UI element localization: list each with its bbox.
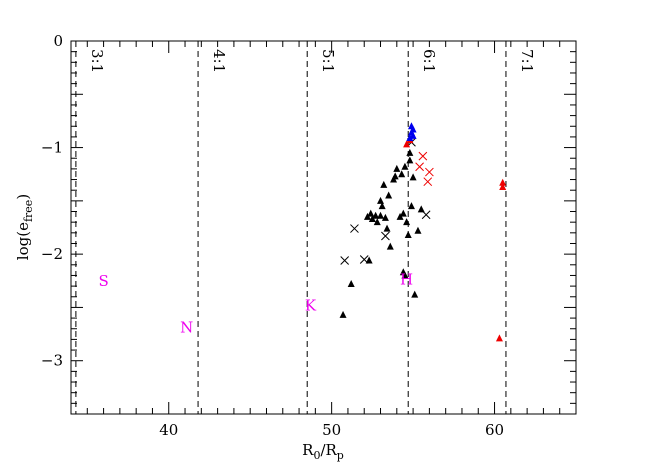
data-point-triangle [367, 209, 375, 217]
data-point-triangle [372, 211, 380, 219]
data-points [339, 122, 507, 342]
planet-label: S [98, 272, 108, 290]
data-point-triangle [380, 180, 388, 188]
data-point-triangle [399, 209, 407, 217]
data-point-triangle [406, 133, 414, 141]
data-point-triangle [414, 226, 422, 234]
y-axis-label: log(efree) [14, 194, 35, 260]
resonance-label: 3:1 [88, 49, 106, 73]
data-point-triangle [406, 156, 414, 164]
data-point-triangle [347, 279, 355, 287]
data-point-triangle [417, 205, 425, 213]
data-point-triangle [411, 290, 419, 298]
data-point-triangle [378, 202, 386, 210]
x-axis-label: R0/Rp [302, 441, 344, 462]
data-point-triangle [404, 230, 412, 238]
data-point-triangle [409, 173, 417, 181]
y-tick-label: −3 [41, 352, 63, 370]
planet-label: H [400, 271, 413, 289]
data-point-triangle [365, 256, 373, 264]
data-point-triangle [386, 242, 394, 250]
data-point-triangle [407, 202, 415, 210]
data-point-triangle [385, 191, 393, 199]
x-tick-label: 60 [485, 421, 504, 439]
planet-label: N [180, 319, 193, 337]
planet-label: K [305, 296, 317, 314]
data-point-cross [421, 210, 431, 220]
plot-frame [70, 40, 577, 415]
data-point-triangle [377, 196, 385, 204]
resonance-label: 7:1 [518, 49, 536, 73]
data-point-cross [425, 167, 434, 177]
data-point-triangle [499, 178, 507, 186]
data-point-triangle [401, 162, 409, 170]
axis-ticks [71, 40, 577, 415]
data-point-triangle [377, 211, 385, 219]
tick-labels: 40 50 60 0 −1 −2 −3 [41, 32, 504, 439]
data-point-triangle [403, 140, 411, 148]
resonance-label: 4:1 [210, 49, 228, 73]
resonance-lines: 3:1 4:1 5:1 6:1 7:1 [75, 41, 536, 414]
y-tick-label: −2 [41, 245, 63, 263]
data-point-cross [418, 151, 428, 161]
data-point-cross [350, 224, 359, 233]
resonance-label: 6:1 [420, 49, 438, 73]
data-point-triangle [403, 218, 411, 226]
data-point-triangle [339, 310, 347, 318]
data-point-triangle [401, 271, 409, 279]
data-point-cross [340, 256, 350, 265]
data-point-triangle [398, 170, 406, 178]
y-tick-label: 0 [53, 32, 63, 50]
resonance-label: 5:1 [319, 49, 337, 73]
data-point-triangle [499, 183, 507, 191]
data-point-triangle [495, 334, 503, 342]
data-point-triangle [391, 172, 399, 180]
data-point-triangle [383, 224, 391, 232]
data-point-cross [423, 177, 433, 187]
data-point-triangle [373, 218, 381, 226]
data-point-cross [359, 255, 369, 264]
y-tick-label: −1 [41, 139, 63, 157]
data-point-cross [415, 162, 424, 172]
data-point-cross [381, 231, 390, 241]
data-point-triangle [381, 213, 389, 221]
data-point-triangle [406, 148, 414, 156]
planet-labels: S N K H [98, 271, 413, 337]
data-point-triangle [393, 164, 401, 172]
x-tick-label: 50 [322, 421, 341, 439]
x-tick-label: 40 [159, 421, 178, 439]
